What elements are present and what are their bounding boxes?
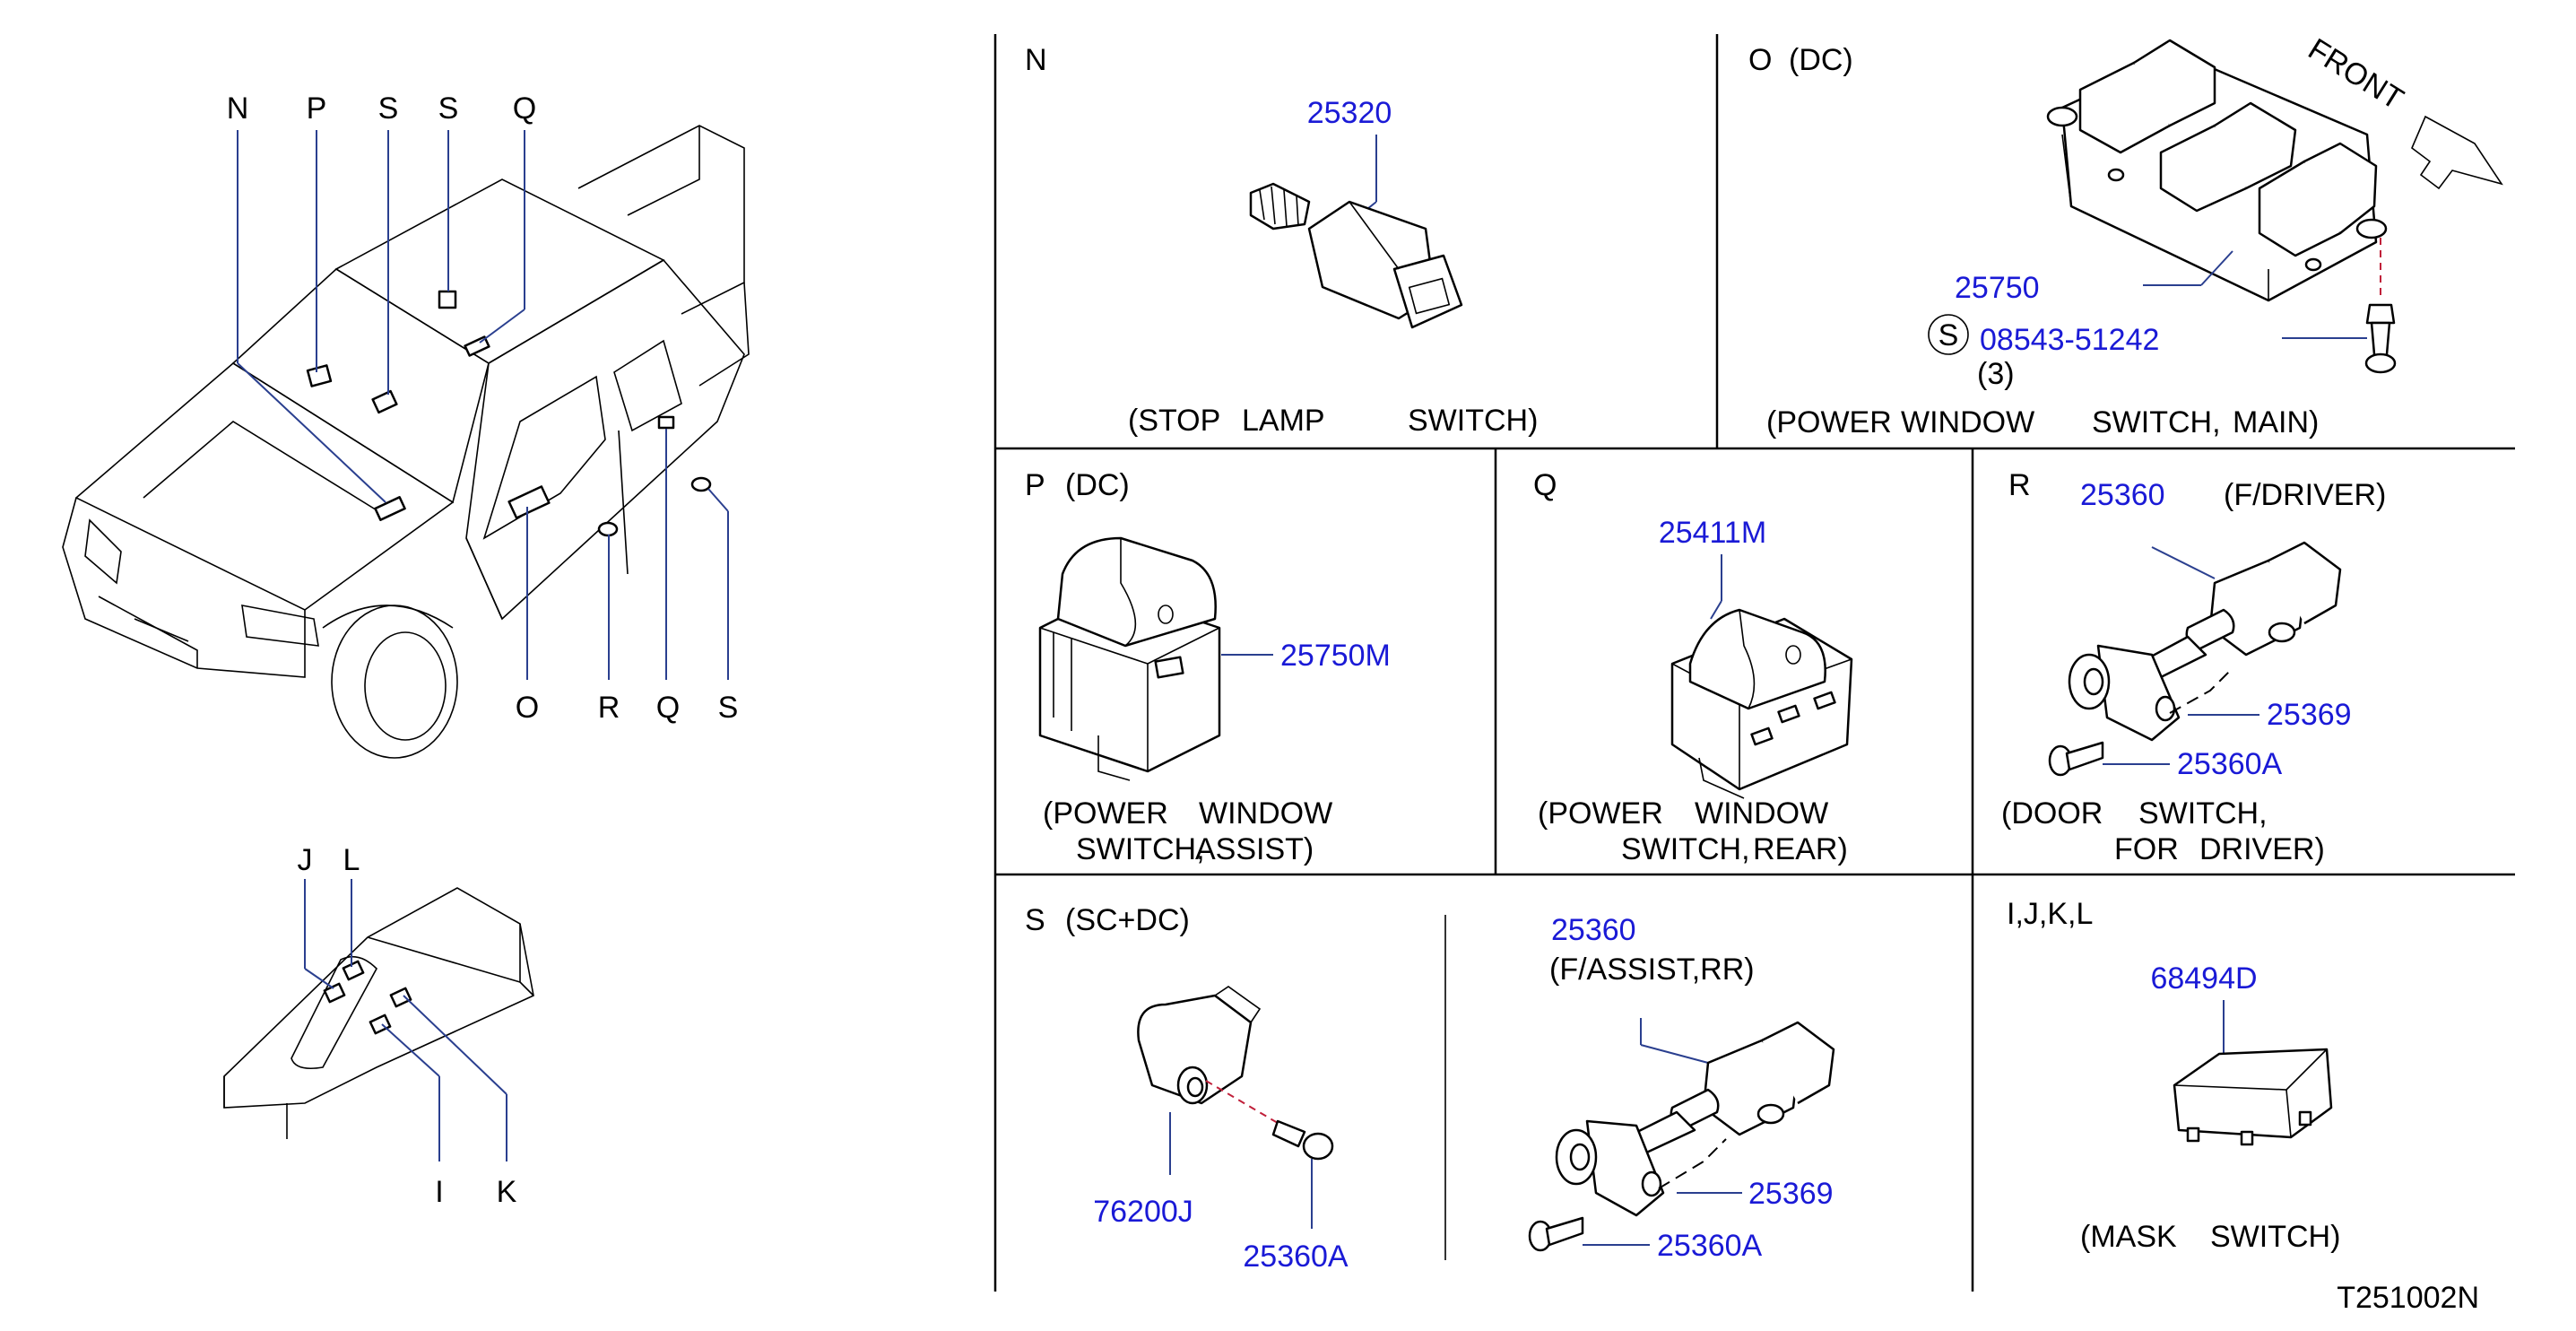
console-labels: J L I K — [298, 843, 517, 1209]
screw-mark-circle — [1928, 314, 1969, 355]
svg-text:WINDOW: WINDOW — [1695, 796, 1828, 831]
panel-n: N 25320 (STOP LAMP SWITCH) — [1025, 43, 1538, 438]
panel-q-title: Q — [1533, 468, 1557, 502]
svg-text:SWITCH): SWITCH) — [2210, 1220, 2340, 1254]
panel-o-variant: (DC) — [1789, 43, 1853, 77]
svg-text:ASSIST): ASSIST) — [1195, 832, 1314, 866]
stop-lamp-switch-drawing — [1249, 182, 1463, 329]
svg-text:SWITCH,: SWITCH, — [2138, 796, 2268, 831]
svg-text:(STOP: (STOP — [1128, 404, 1220, 438]
svg-text:(POWER: (POWER — [1043, 796, 1168, 831]
car-label-n: N — [227, 91, 249, 126]
assist-door-switch-screw-drawing — [1528, 1216, 1584, 1252]
svg-text:SWITCH,: SWITCH, — [1621, 832, 1750, 866]
svg-text:(DOOR: (DOOR — [2001, 796, 2103, 831]
car-label-p: P — [307, 91, 327, 126]
front-label: FRONT — [2303, 32, 2409, 117]
panel-r-note: (F/DRIVER) — [2224, 478, 2386, 512]
panel-r: R 25360 (F/DRIVER) 25369 25360A (DOOR SW… — [2001, 468, 2386, 866]
car-label-r: R — [598, 691, 620, 725]
diagram-code: T251002N — [2337, 1281, 2479, 1315]
panel-s-part-d: 25369 — [1748, 1177, 1834, 1211]
panel-ijkl-caption: (MASK SWITCH) — [2080, 1220, 2340, 1254]
car-label-s3: S — [718, 691, 739, 725]
panel-s: S (SC+DC) 76200J 25360A 25360 (F/ASSIST,… — [1025, 903, 1835, 1274]
screw-quantity: (3) — [1977, 357, 2015, 391]
panel-r-part-number-2: 25369 — [2267, 698, 2352, 732]
panel-ijkl-title: I,J,K,L — [2007, 897, 2093, 931]
vehicle-labels: N P S S Q O R Q S — [227, 91, 739, 725]
front-arrow-icon — [2411, 115, 2503, 190]
console-label-j: J — [298, 843, 313, 877]
panel-r-caption: (DOOR SWITCH, FOR DRIVER) — [2001, 796, 2325, 866]
panel-ijkl: I,J,K,L 68494D (MASK SWITCH) — [2007, 897, 2340, 1254]
panel-s-title: S — [1025, 903, 1045, 937]
panel-q-caption: (POWER WINDOW SWITCH, REAR) — [1538, 796, 1848, 866]
car-label-s1: S — [378, 91, 399, 126]
panel-s-part-a: 76200J — [1093, 1195, 1193, 1229]
panel-p-variant: (DC) — [1065, 468, 1130, 502]
panel-r-title: R — [2008, 468, 2031, 502]
svg-text:REAR): REAR) — [1753, 832, 1848, 866]
panel-s-part-c: 25360 — [1551, 913, 1636, 947]
vehicle-illustration — [62, 125, 750, 759]
screw-mark: S — [1939, 318, 1959, 352]
svg-text:WINDOW: WINDOW — [1199, 796, 1332, 831]
svg-text:(POWER: (POWER — [1766, 405, 1892, 439]
assist-door-switch-drawing — [1555, 1021, 1835, 1217]
panel-p-caption: (POWER WINDOW SWITCH, ASSIST) — [1043, 796, 1332, 866]
svg-text:SWITCH,: SWITCH, — [1076, 832, 1205, 866]
car-label-o: O — [516, 691, 539, 725]
door-switch-drawing — [2068, 541, 2342, 742]
panel-s-part-b: 25360A — [1243, 1240, 1349, 1274]
svg-text:LAMP: LAMP — [1242, 404, 1325, 438]
screw-part-number: 08543-51242 — [1980, 323, 2159, 357]
main-switch-drawing — [2046, 39, 2388, 302]
panel-p-part-number: 25750M — [1280, 639, 1391, 673]
panel-grid — [993, 34, 2515, 1292]
svg-text:SWITCH): SWITCH) — [1408, 404, 1538, 438]
panel-n-caption: (STOP LAMP SWITCH) — [1128, 404, 1538, 438]
console-leaders — [304, 879, 507, 1161]
assist-switch-drawing — [1038, 536, 1221, 781]
svg-text:SWITCH,: SWITCH, — [2092, 405, 2221, 439]
console-label-l: L — [343, 843, 360, 877]
panel-n-title: N — [1025, 43, 1047, 77]
panel-n-part-number: 25320 — [1307, 96, 1392, 130]
panel-q-part-number: 25411M — [1659, 516, 1766, 550]
svg-text:(MASK: (MASK — [2080, 1220, 2177, 1254]
panel-r-part-number-3: 25360A — [2177, 747, 2283, 781]
bracket-screw-drawing — [1271, 1119, 1334, 1161]
rear-switch-drawing — [1670, 608, 1853, 799]
panel-ijkl-part-number: 68494D — [2150, 961, 2257, 996]
panel-p-title: P — [1025, 468, 1045, 502]
panel-o: O (DC) FRONT 25750 S — [1748, 32, 2503, 439]
svg-text:MAIN): MAIN) — [2233, 405, 2319, 439]
panel-r-part-number: 25360 — [2080, 478, 2165, 512]
svg-text:WINDOW: WINDOW — [1901, 405, 2034, 439]
screw-drawing — [2364, 303, 2397, 374]
panel-p: P (DC) 25750M (POWER WINDOW SWITCH, ASSI… — [1025, 468, 1391, 866]
panel-o-title: O — [1748, 43, 1772, 77]
mask-switch-drawing — [2173, 1048, 2333, 1146]
car-label-s2: S — [438, 91, 459, 126]
svg-text:(POWER: (POWER — [1538, 796, 1663, 831]
car-label-q1: Q — [513, 91, 536, 126]
panel-s-note-c: (F/ASSIST,RR) — [1549, 953, 1755, 987]
svg-text:DRIVER): DRIVER) — [2199, 832, 2325, 866]
panel-s-part-e: 25360A — [1657, 1229, 1763, 1263]
panel-o-caption: (POWER WINDOW SWITCH, MAIN) — [1766, 405, 2319, 439]
car-label-q2: Q — [656, 691, 680, 725]
vehicle-leaders — [237, 130, 729, 680]
door-switch-bracket-drawing — [1137, 986, 1262, 1105]
svg-text:FOR: FOR — [2114, 832, 2179, 866]
console-label-k: K — [497, 1175, 517, 1209]
panel-s-variant: (SC+DC) — [1065, 903, 1190, 937]
door-switch-screw-drawing — [2048, 741, 2104, 777]
console-illustration — [223, 887, 534, 1139]
console-label-i: I — [435, 1175, 443, 1209]
panel-q: Q 25411M (POWER WINDOW SWITCH, REAR) — [1533, 468, 1853, 866]
panel-o-part-number: 25750 — [1955, 271, 2040, 305]
